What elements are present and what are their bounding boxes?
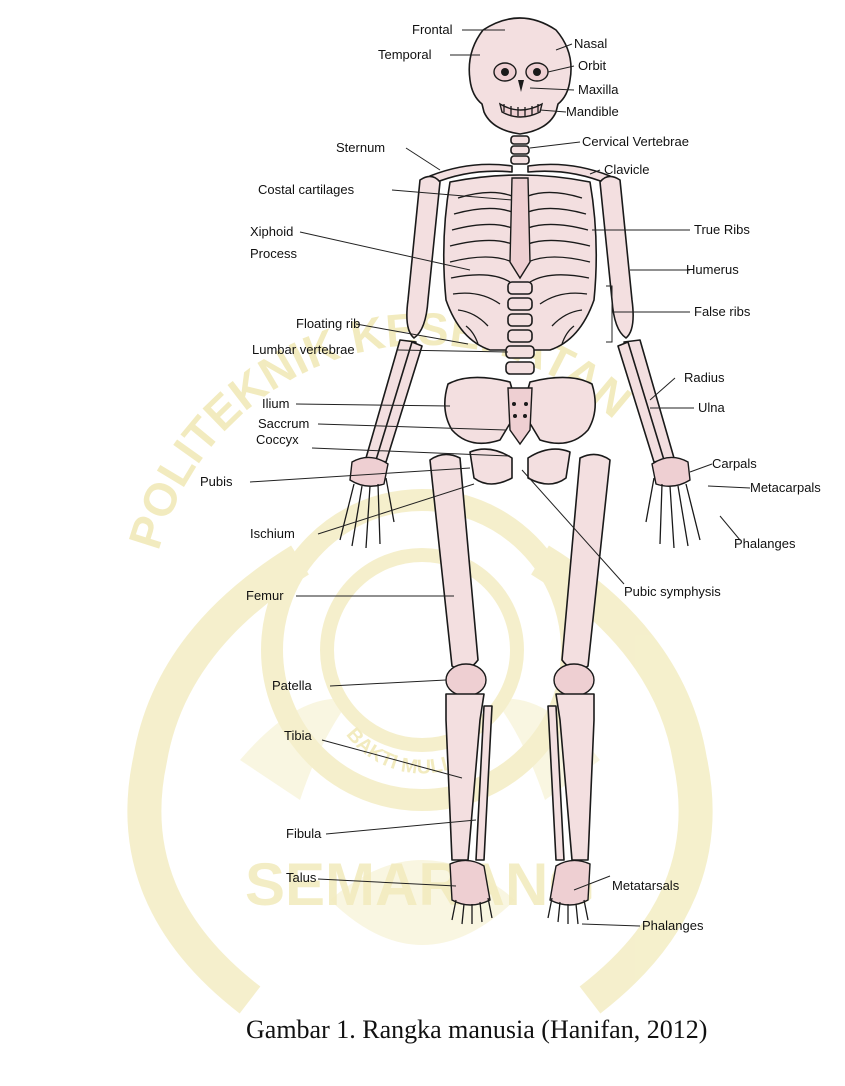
right-arm bbox=[600, 176, 700, 548]
label-orbit: Orbit bbox=[578, 58, 607, 73]
label-femur: Femur bbox=[246, 588, 284, 603]
label-frontal: Frontal bbox=[412, 22, 453, 37]
label-phalanges-foot: Phalanges bbox=[642, 918, 704, 933]
label-true-ribs: True Ribs bbox=[694, 222, 750, 237]
label-metacarpals: Metacarpals bbox=[750, 480, 821, 495]
label-costal-cartilages: Costal cartilages bbox=[258, 182, 355, 197]
label-radius: Radius bbox=[684, 370, 725, 385]
label-ischium: Ischium bbox=[250, 526, 295, 541]
watermark: SEMARANG POLITEKNIK KESEHATAN BAKTI MULI… bbox=[118, 303, 700, 1000]
label-sacrum: Saccrum bbox=[258, 416, 309, 431]
cervical-spine bbox=[511, 136, 529, 164]
label-process: Process bbox=[250, 246, 297, 261]
label-pubic-symphysis: Pubic symphysis bbox=[624, 584, 721, 599]
label-xiphoid: Xiphoid bbox=[250, 224, 293, 239]
label-pubis: Pubis bbox=[200, 474, 233, 489]
label-maxilla: Maxilla bbox=[578, 82, 619, 97]
label-floating-rib: Floating rib bbox=[296, 316, 360, 331]
label-humerus: Humerus bbox=[686, 262, 739, 277]
label-phalanges-hand: Phalanges bbox=[734, 536, 796, 551]
label-temporal: Temporal bbox=[378, 47, 432, 62]
label-nasal: Nasal bbox=[574, 36, 607, 51]
label-talus: Talus bbox=[286, 870, 317, 885]
figure-caption: Gambar 1. Rangka manusia (Hanifan, 2012) bbox=[246, 1015, 707, 1044]
label-tibia: Tibia bbox=[284, 728, 312, 743]
right-leg bbox=[548, 454, 610, 924]
label-lumbar-vertebrae: Lumbar vertebrae bbox=[252, 342, 355, 357]
label-mandible: Mandible bbox=[566, 104, 619, 119]
label-patella: Patella bbox=[272, 678, 313, 693]
label-metatarsals: Metatarsals bbox=[612, 878, 680, 893]
label-clavicle: Clavicle bbox=[604, 162, 650, 177]
label-ilium: Ilium bbox=[262, 396, 289, 411]
label-cervical-vertebrae: Cervical Vertebrae bbox=[582, 134, 689, 149]
label-carpals: Carpals bbox=[712, 456, 757, 471]
label-coccyx: Coccyx bbox=[256, 432, 299, 447]
skull bbox=[469, 18, 571, 134]
label-sternum: Sternum bbox=[336, 140, 385, 155]
label-fibula: Fibula bbox=[286, 826, 322, 841]
label-ulna: Ulna bbox=[698, 400, 726, 415]
label-false-ribs: False ribs bbox=[694, 304, 751, 319]
